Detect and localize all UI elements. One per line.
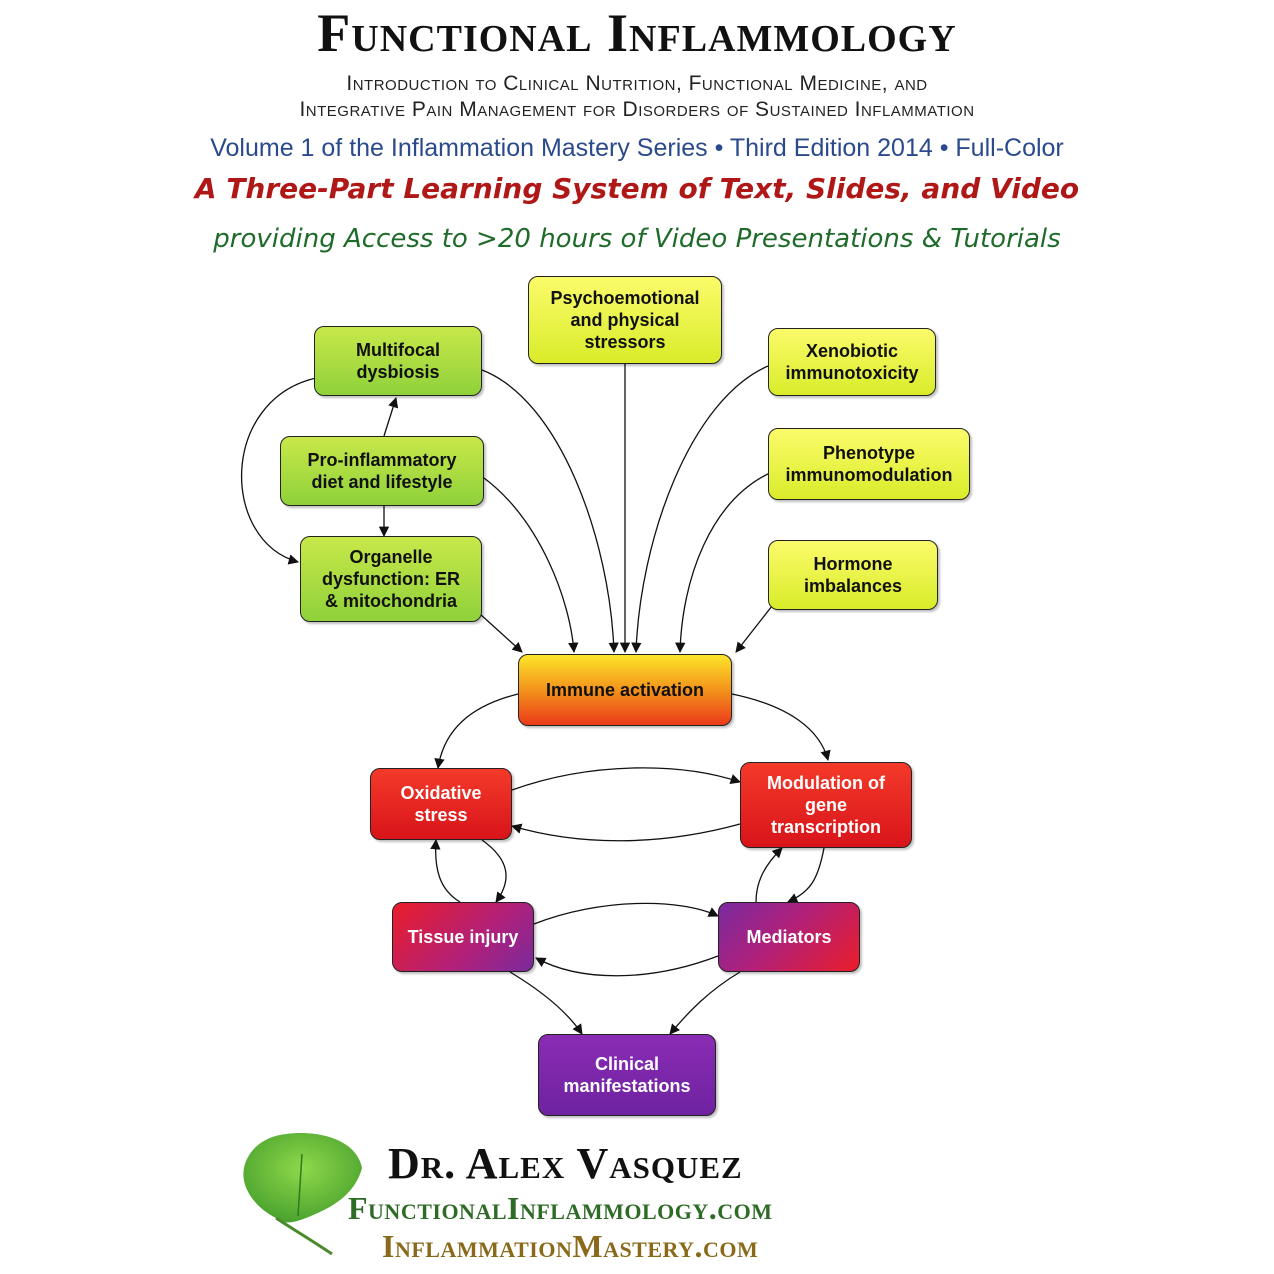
edge-mediators-modulation [755, 847, 783, 903]
edge-hormone-immune [735, 605, 773, 653]
node-proinflammatory-diet: Pro-inflammatory diet and lifestyle [280, 436, 484, 506]
edge-oxidative-modulation [511, 767, 741, 791]
edge-mediators-tissue [535, 955, 719, 977]
node-psychoemotional-stressors: Psychoemotional and physical stressors [528, 276, 722, 364]
author-name: Dr. Alex Vasquez [388, 1139, 743, 1188]
edge-oxidative-tissue [481, 839, 507, 903]
node-modulation-gene-transcription: Modulation of gene transcription [740, 762, 912, 848]
node-tissue-injury: Tissue injury [392, 902, 534, 972]
edge-modulation-oxidative [511, 823, 741, 842]
edge-immune-oxidative [434, 693, 519, 770]
subtitle-line-2: Integrative Pain Management for Disorder… [299, 98, 975, 121]
node-organelle-dysfunction: Organelle dysfunction: ER & mitochondria [300, 536, 482, 622]
edge-tissue-oxidative [430, 838, 461, 903]
edge-mediators-clinical [669, 971, 741, 1035]
ginkgo-leaf-icon [243, 1133, 362, 1256]
book-title: Functional Inflammology [317, 3, 957, 63]
edge-tissue-mediators [533, 902, 719, 925]
node-immune-activation: Immune activation [518, 654, 732, 726]
node-xenobiotic-immunotoxicity: Xenobiotic immunotoxicity [768, 328, 936, 396]
node-oxidative-stress: Oxidative stress [370, 768, 512, 840]
edge-modulation-mediators [787, 847, 825, 903]
node-hormone-imbalances: Hormone imbalances [768, 540, 938, 610]
node-multifocal-dysbiosis: Multifocal dysbiosis [314, 326, 482, 396]
node-clinical-manifestations: Clinical manifestations [538, 1034, 716, 1116]
volume-line: Volume 1 of the Inflammation Mastery Ser… [210, 134, 1064, 162]
subtitle-line-1: Introduction to Clinical Nutrition, Func… [346, 72, 928, 95]
edge-organelle-immune [479, 613, 523, 653]
edge-multifocal-immune [481, 369, 619, 654]
edge-multifocal-organelle [241, 377, 317, 565]
node-phenotype-immunomodulation: Phenotype immunomodulation [768, 428, 970, 500]
edge-tissue-clinical [509, 971, 583, 1035]
tagline-video-access: providing Access to >20 hours of Video P… [213, 224, 1061, 254]
edge-proinfl-multifocal [383, 397, 399, 437]
website-functional-inflammology[interactable]: FunctionalInflammology.com [348, 1190, 773, 1226]
edge-xeno-immune [631, 365, 769, 654]
edge-immune-modulation [731, 693, 831, 762]
edge-proinfl-immune [483, 477, 579, 654]
tagline-learning-system: A Three-Part Learning System of Text, Sl… [194, 172, 1080, 205]
website-inflammation-mastery[interactable]: InflammationMastery.com [382, 1228, 759, 1264]
edge-phenotype-immune [675, 471, 773, 654]
node-mediators: Mediators [718, 902, 860, 972]
